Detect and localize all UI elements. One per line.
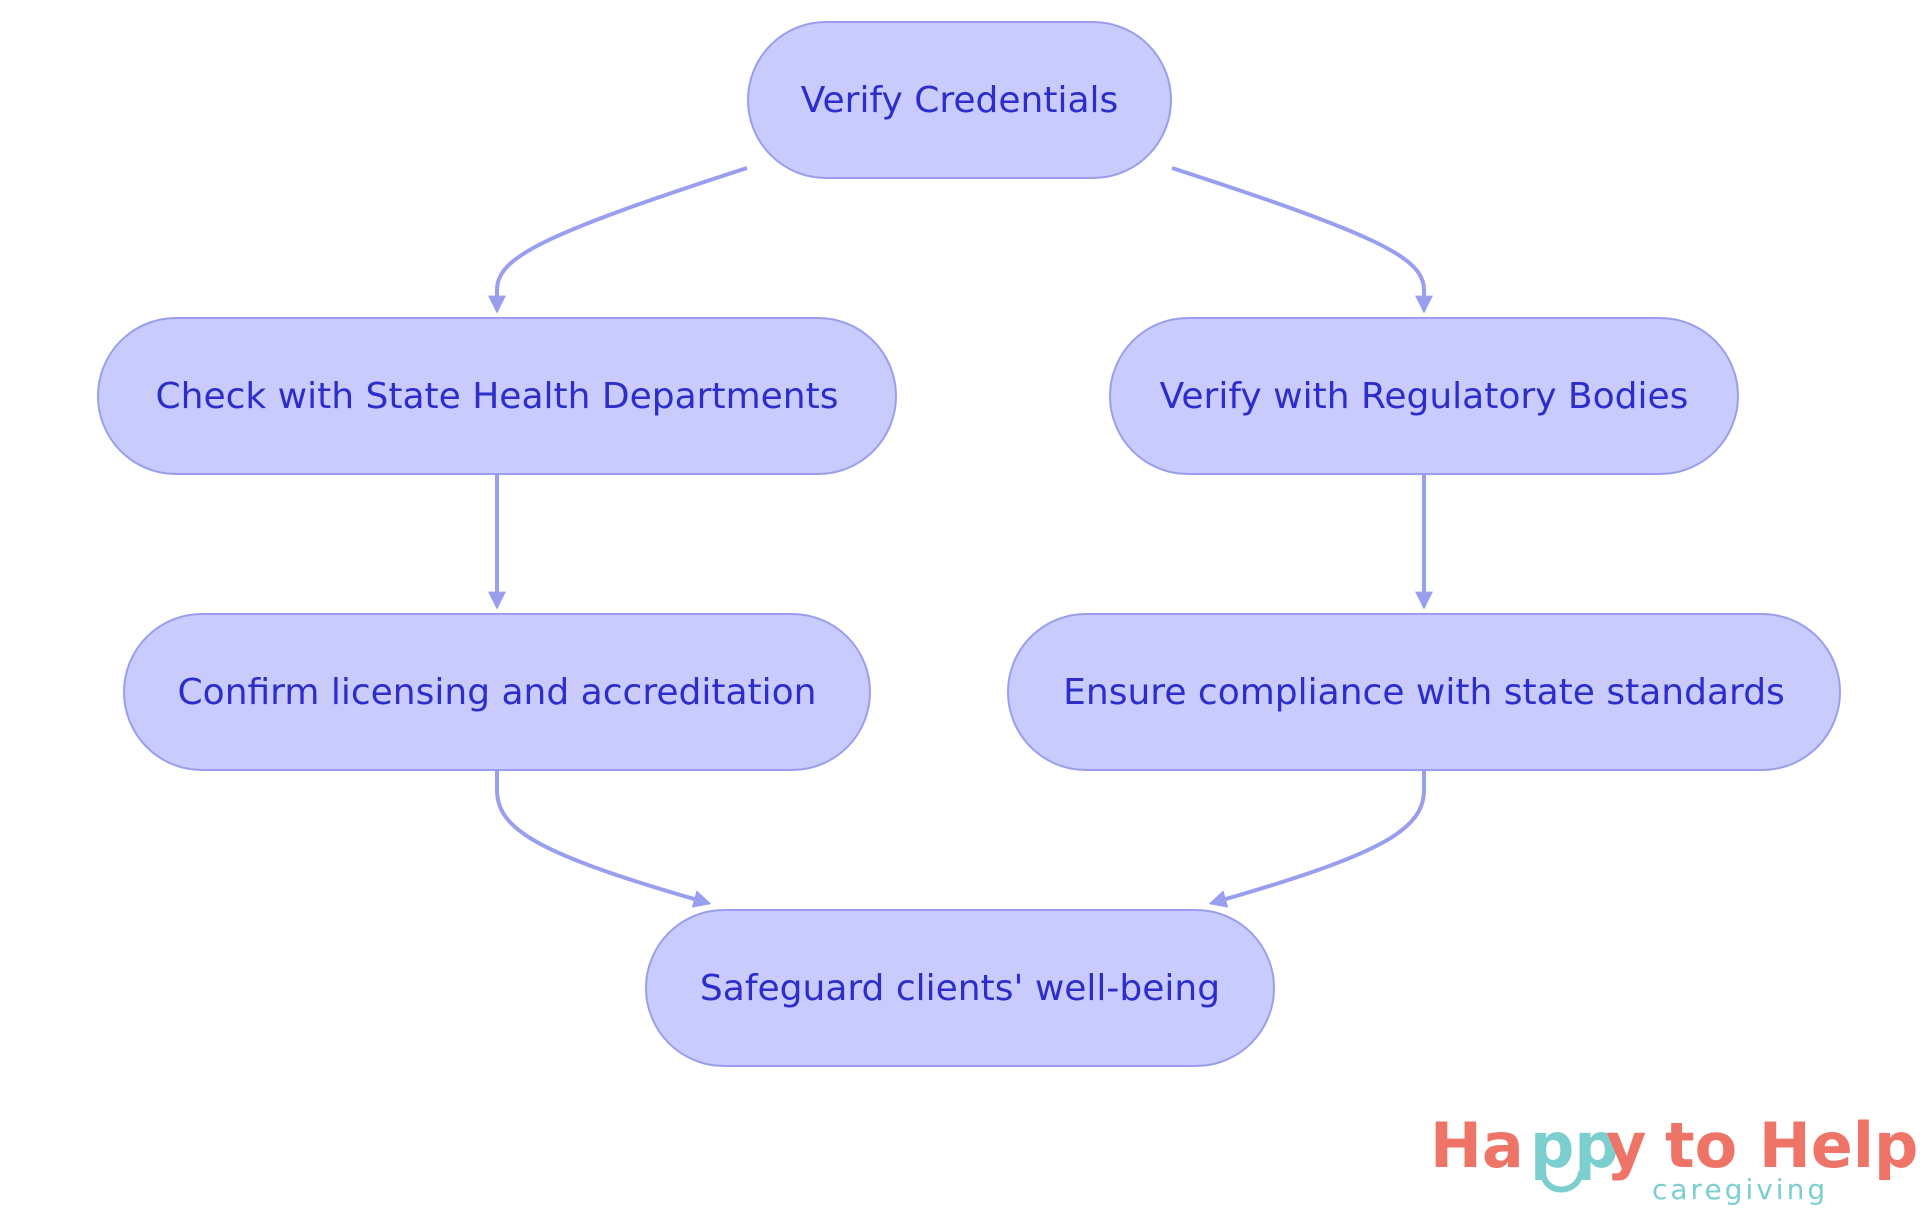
logo-text-pp: pp (1530, 1109, 1619, 1182)
logo-text-to-help: to Help (1665, 1109, 1919, 1182)
node-confirm-licensing: Confirm licensing and accreditation (123, 613, 871, 771)
logo-text-y: y (1606, 1109, 1647, 1182)
node-verify-credentials: Verify Credentials (747, 21, 1172, 179)
node-check-state-health-departments: Check with State Health Departments (97, 317, 897, 475)
node-safeguard-clients: Safeguard clients' well-being (645, 909, 1275, 1067)
smile-icon (1540, 1170, 1584, 1193)
logo-text-ha: Ha (1430, 1109, 1524, 1182)
node-ensure-compliance: Ensure compliance with state standards (1007, 613, 1841, 771)
edge-verify-to-check (488, 166, 748, 314)
node-verify-regulatory-bodies: Verify with Regulatory Bodies (1109, 317, 1739, 475)
happy-to-help-logo: Ha pp y to Help caregiving (1420, 1105, 1918, 1210)
edge-confirm-to-safeguard (495, 770, 712, 908)
logo-subtitle: caregiving (1652, 1173, 1829, 1206)
edge-verify-to-regulatory (1171, 166, 1433, 314)
edge-compliance-to-safeguard (1208, 770, 1426, 908)
